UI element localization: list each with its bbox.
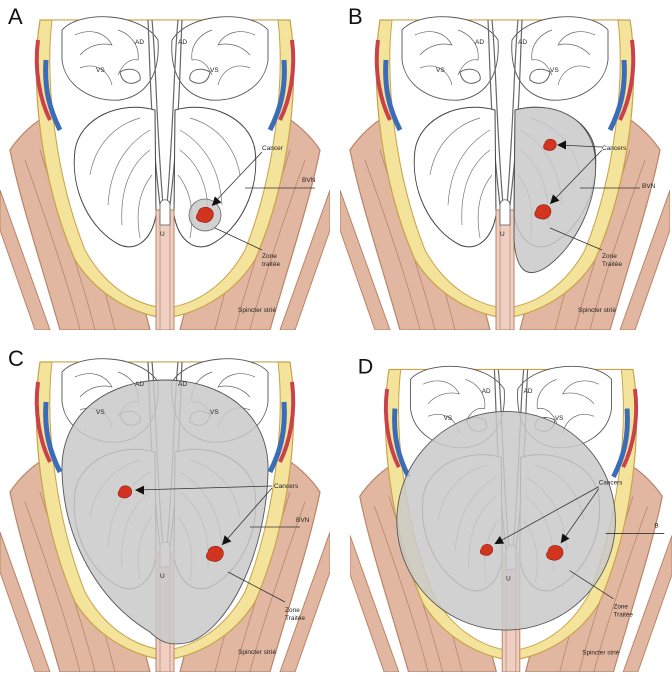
- label-bvn: BVN: [642, 183, 656, 190]
- label-urethra: U: [160, 573, 165, 580]
- label-vs-left: VS: [436, 67, 445, 74]
- label-vs-right: VS: [555, 415, 563, 422]
- label-zone: Zone: [285, 607, 300, 614]
- label-urethra: U: [506, 575, 511, 582]
- panel-letter: B: [348, 4, 363, 29]
- label-urethra: U: [160, 231, 165, 238]
- label-cancer: Cancers: [599, 480, 623, 487]
- label-vs-left: VS: [444, 415, 452, 422]
- label-ad-right: AD: [178, 381, 187, 388]
- label-vs-right: VS: [550, 67, 559, 74]
- label-zone: Zone: [602, 253, 617, 260]
- label-zone-2: traitée: [262, 261, 280, 268]
- label-sphincter: Spincter strié: [582, 649, 619, 656]
- label-bvn: B: [654, 523, 658, 530]
- urethra: [156, 200, 174, 330]
- label-bvn: BVN: [296, 517, 310, 524]
- label-ad-right: AD: [178, 39, 187, 46]
- urethra: [496, 200, 514, 330]
- label-zone-2: Traitée: [285, 615, 305, 622]
- label-urethra: U: [500, 231, 505, 238]
- label-ad-left: AD: [482, 388, 491, 395]
- treated-zone: [397, 411, 616, 630]
- label-bvn: BVN: [302, 177, 316, 184]
- label-zone: Zone: [613, 604, 628, 611]
- label-zone-2: Traitée: [613, 611, 633, 618]
- panel-letter: A: [8, 4, 23, 29]
- label-ad-left: AD: [135, 39, 144, 46]
- panel-letter: C: [8, 346, 24, 371]
- label-ad-left: AD: [135, 381, 144, 388]
- label-sphincter: Spincter strié: [238, 649, 276, 656]
- label-zone-2: Traitée: [602, 261, 622, 268]
- panel-letter: D: [358, 354, 374, 378]
- label-vs-left: VS: [96, 409, 105, 416]
- label-cancer: Cancers: [602, 145, 627, 152]
- label-ad-right: AD: [524, 388, 533, 395]
- treated-zone-total: [397, 411, 616, 630]
- label-vs-left: VS: [96, 67, 105, 74]
- label-cancer: Cancers: [274, 483, 299, 490]
- label-vs-right: VS: [210, 67, 219, 74]
- label-ad-right: AD: [518, 39, 527, 46]
- label-sphincter: Spincter strié: [578, 307, 616, 314]
- label-zone: Zone: [262, 253, 277, 260]
- label-ad-left: AD: [475, 39, 484, 46]
- label-sphincter: Spincter strié: [238, 307, 276, 314]
- label-cancer: Cancer: [262, 145, 284, 152]
- label-vs-right: VS: [210, 409, 219, 416]
